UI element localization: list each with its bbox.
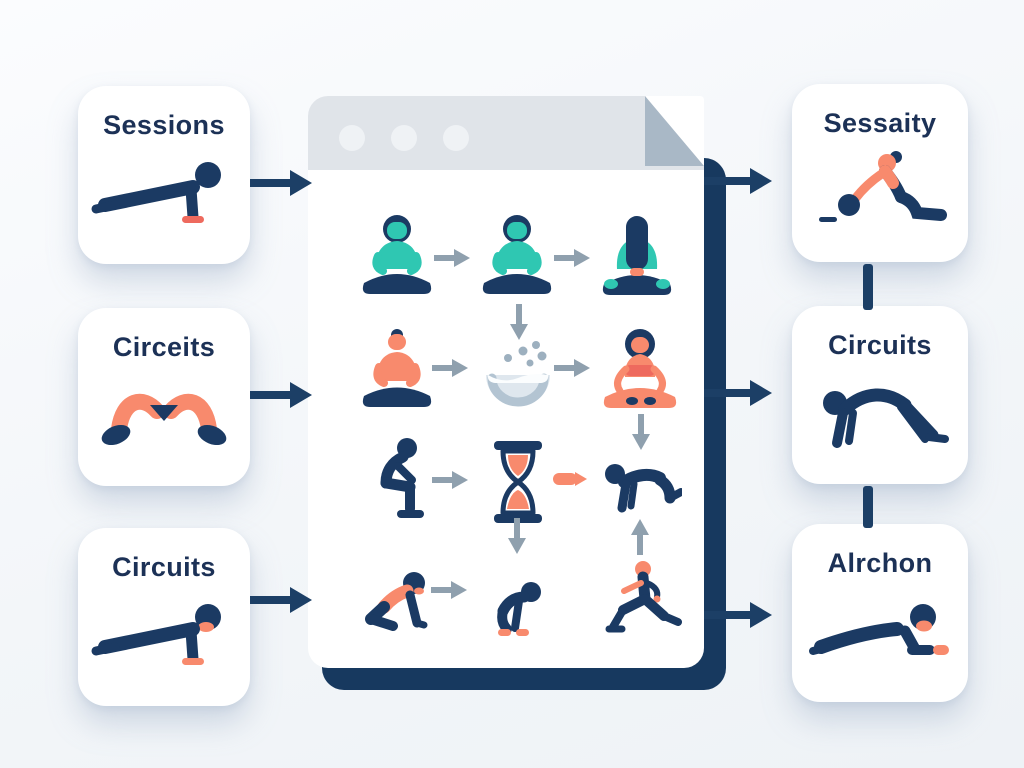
all-fours-figure-icon: [596, 438, 684, 534]
card-label: Circuits: [112, 552, 216, 582]
plank-figure-icon: [89, 145, 239, 242]
flow-arrow-right-icon: [554, 247, 590, 274]
flow-arrow-right-icon: [431, 579, 467, 606]
card-label: Circeits: [112, 332, 216, 362]
card-sessaity[interactable]: Sessaity: [792, 84, 968, 262]
flow-arrow-right-icon: [554, 357, 590, 384]
card-label: Alrchon: [827, 548, 933, 578]
flow-arrow-right-icon: [434, 247, 470, 274]
flow-arrow-down-icon: [506, 518, 528, 559]
right-flow-arrow-icon: [704, 600, 772, 635]
kneeling-ball-roll-figure-icon: [805, 143, 955, 240]
coral-dash-arrow-icon: [553, 472, 587, 491]
window-control-dot: [391, 125, 417, 151]
kneeling-crawl-figure-icon: [355, 559, 443, 655]
forearm-plank-figure-icon: [805, 583, 955, 680]
card-circuits-left[interactable]: Circuits: [78, 528, 250, 706]
meditating-person-coral-icon: [353, 325, 441, 421]
folded-corner: [645, 96, 704, 166]
left-flow-arrow-icon: [250, 380, 312, 415]
vertical-connector-line: [863, 486, 873, 528]
bear-crawl-figure-icon: [805, 365, 955, 462]
flow-arrow-up-icon: [629, 519, 651, 560]
hourglass-icon: [474, 434, 562, 530]
card-label: Sessions: [103, 110, 225, 140]
window-control-dot: [443, 125, 469, 151]
bowl-with-bubbles-icon: [474, 332, 562, 428]
card-circeits[interactable]: Circeits: [78, 308, 250, 486]
left-flow-arrow-icon: [250, 585, 312, 620]
meditating-man-teal-icon: [473, 210, 561, 306]
window-header: [308, 96, 704, 170]
card-label: Circuits: [828, 330, 932, 360]
left-flow-arrow-icon: [250, 168, 312, 203]
card-circuits-right[interactable]: Circuits: [792, 306, 968, 484]
card-label: Sessaity: [823, 108, 937, 138]
plank-figure-icon: [89, 587, 239, 684]
flow-arrow-right-icon: [432, 469, 468, 496]
card-sessions[interactable]: Sessions: [78, 86, 250, 264]
running-lunge-figure-icon: [596, 557, 684, 653]
flow-arrow-down-icon: [508, 304, 530, 345]
flow-arrow-down-icon: [630, 414, 652, 455]
right-flow-arrow-icon: [704, 166, 772, 201]
meditating-woman-back-icon: [593, 210, 681, 306]
deep-squat-figure-icon: [352, 434, 440, 530]
flow-arrow-right-icon: [432, 357, 468, 384]
meditating-woman-coral-icon: [596, 325, 684, 421]
card-alrchon[interactable]: Alrchon: [792, 524, 968, 702]
window-control-dot: [339, 125, 365, 151]
browser-window: [308, 96, 704, 668]
vertical-connector-line: [863, 264, 873, 310]
meditating-man-teal-icon: [353, 210, 441, 306]
crouching-figure-icon: [470, 564, 558, 660]
frog-squat-figure-icon: [89, 367, 239, 464]
right-flow-arrow-icon: [704, 378, 772, 413]
